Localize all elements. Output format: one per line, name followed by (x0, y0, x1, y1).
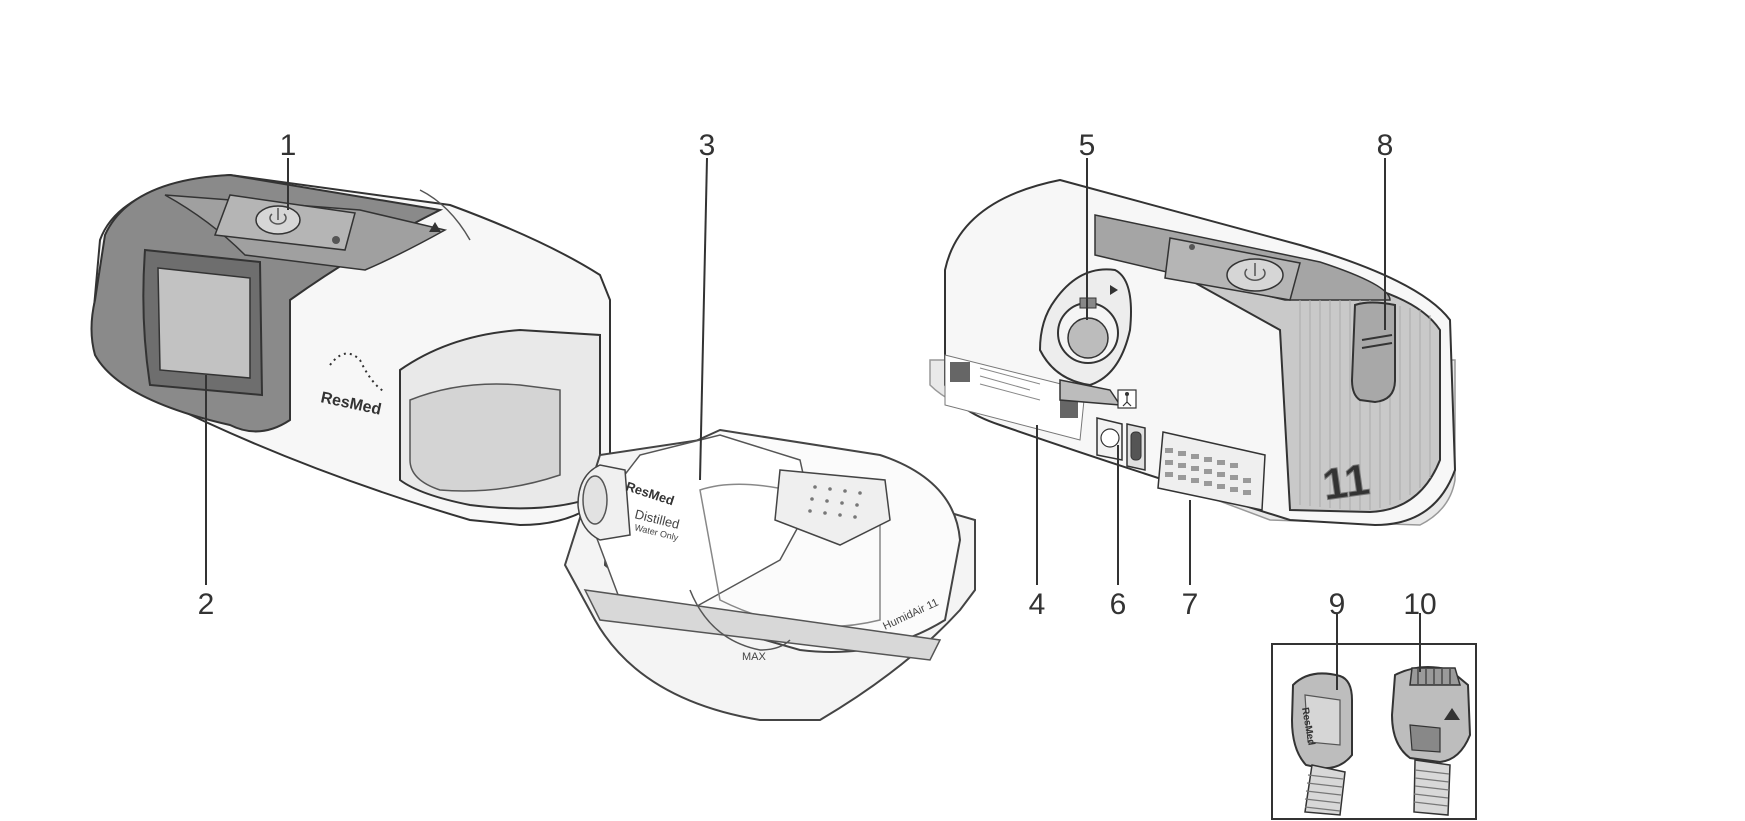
triangle-marker-icon (429, 222, 441, 232)
callout-9: 9 (1329, 588, 1346, 621)
tub-vent-dots (808, 485, 862, 519)
bluetooth-icon (1100, 428, 1120, 448)
person-icon (1117, 389, 1137, 409)
callout-10: 10 (1403, 588, 1436, 621)
callout-labels: 1 2 3 4 5 6 7 8 9 10 (198, 129, 1437, 621)
power-icon (1244, 263, 1266, 281)
leader-lines (205, 157, 1421, 690)
standard-tubing-cuff (1290, 672, 1353, 816)
callout-7: 7 (1182, 588, 1199, 621)
callout-4: 4 (1029, 588, 1046, 621)
callout-6: 6 (1110, 588, 1127, 621)
air-filter-cover[interactable] (1157, 431, 1266, 511)
back-status-light (1189, 244, 1195, 250)
power-button[interactable] (255, 205, 301, 235)
qr-code-2 (1060, 400, 1078, 418)
triangle-marker-icon (1444, 708, 1460, 720)
power-icon (269, 208, 287, 225)
resmed-logo-icon (329, 352, 386, 393)
callout-2: 2 (198, 588, 215, 621)
leader-line-3 (699, 157, 708, 481)
triangle-marker-icon (1110, 285, 1118, 295)
callout-5: 5 (1079, 129, 1096, 162)
callout-8: 8 (1377, 129, 1394, 162)
device-front-view (90, 173, 611, 527)
air-outlet (1038, 268, 1132, 406)
water-tub (563, 428, 976, 721)
qr-code (950, 362, 970, 382)
callout-3: 3 (699, 129, 716, 162)
max-fill-label: MAX (742, 651, 767, 663)
power-button-back[interactable] (1226, 258, 1284, 292)
callout-1: 1 (280, 129, 297, 162)
heated-tubing-cuff (1390, 665, 1472, 816)
bluetooth-badge (1096, 417, 1123, 461)
status-light (332, 236, 340, 244)
device-model-number: 11 (1320, 455, 1373, 510)
usb-port[interactable] (1126, 423, 1146, 471)
side-latch[interactable] (1350, 301, 1396, 404)
